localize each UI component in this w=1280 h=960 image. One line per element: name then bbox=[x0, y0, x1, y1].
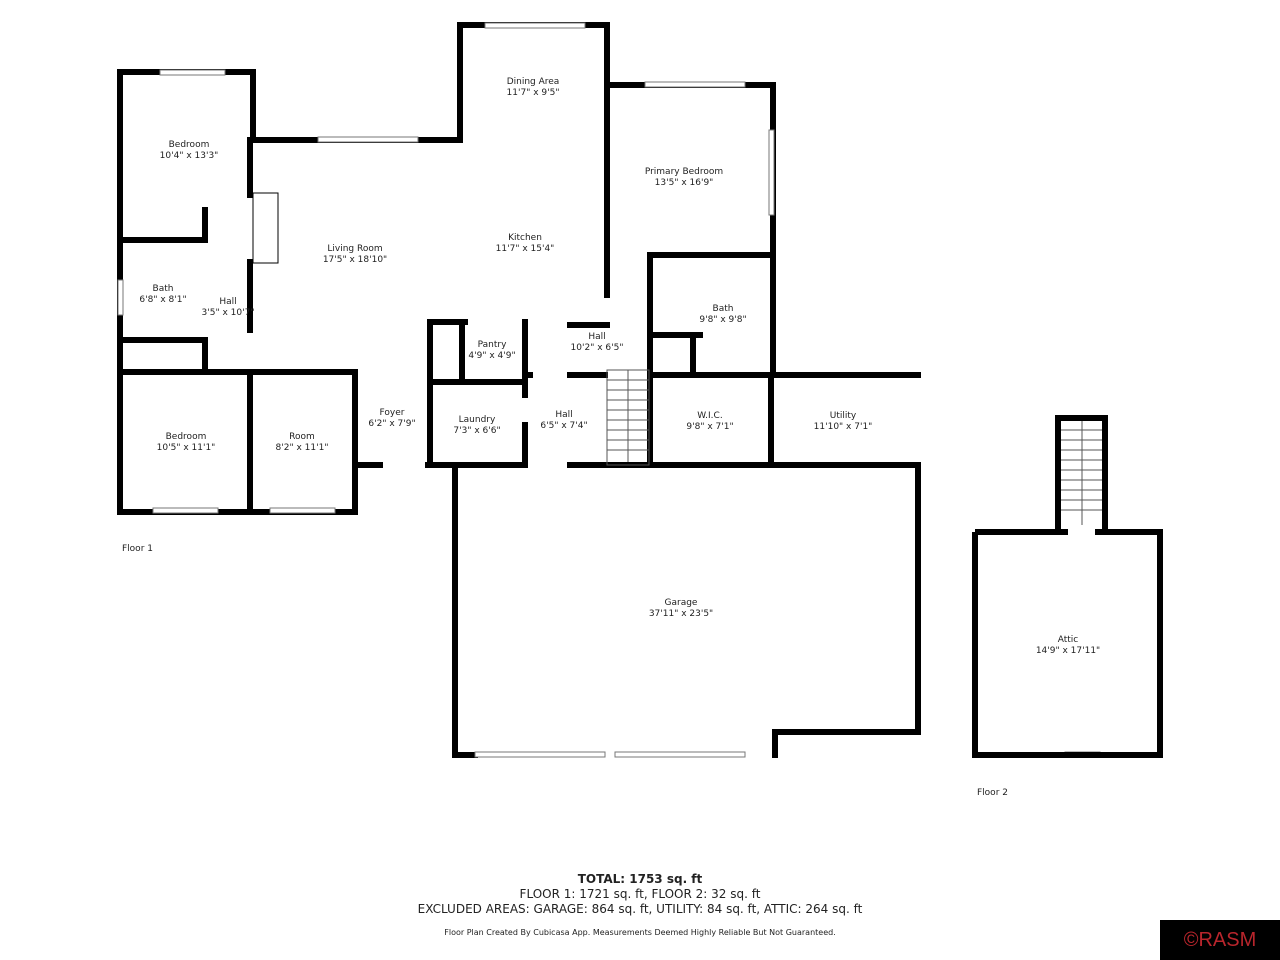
room-dims: 4'9" x 4'9" bbox=[468, 351, 516, 361]
total-area: TOTAL: 1753 sq. ft bbox=[577, 872, 703, 886]
area-summary: TOTAL: 1753 sq. ft FLOOR 1: 1721 sq. ft,… bbox=[418, 872, 863, 917]
room-wic: W.I.C.9'8" x 7'1" bbox=[686, 411, 733, 433]
room-dims: 13'5" x 16'9" bbox=[654, 178, 714, 188]
room-name: Attic bbox=[1057, 635, 1079, 645]
room-dims: 14'9" x 17'11" bbox=[1035, 646, 1101, 656]
room-name: Foyer bbox=[379, 408, 405, 418]
stairs bbox=[606, 369, 650, 466]
room-name: Utility bbox=[829, 411, 857, 421]
room-name: Garage bbox=[664, 598, 698, 608]
floor-1-label: Floor 1 bbox=[122, 544, 153, 554]
room-name: Living Room bbox=[327, 244, 383, 254]
room-name: Kitchen bbox=[508, 233, 542, 243]
room-name: Bedroom bbox=[168, 140, 210, 150]
room-name: Pantry bbox=[477, 340, 507, 350]
room-name: Hall bbox=[219, 297, 237, 307]
room-dims: 6'8" x 8'1" bbox=[139, 295, 187, 305]
room-name: Hall bbox=[555, 410, 573, 420]
room-name: Bedroom bbox=[165, 432, 207, 442]
walls bbox=[117, 22, 921, 758]
floor-2-label: Floor 2 bbox=[977, 788, 1008, 798]
room-dims: 11'10" x 7'1" bbox=[813, 422, 873, 432]
excluded-areas: EXCLUDED AREAS: GARAGE: 864 sq. ft, UTIL… bbox=[417, 902, 863, 916]
room-dims: 6'5" x 7'4" bbox=[540, 421, 588, 431]
room-dims: 8'2" x 11'1" bbox=[275, 443, 329, 453]
room-name: Laundry bbox=[458, 415, 496, 425]
room-name: Dining Area bbox=[506, 77, 560, 87]
fireplace bbox=[252, 192, 279, 264]
room-dims: 10'2" x 6'5" bbox=[570, 343, 624, 353]
room-dims: 7'3" x 6'6" bbox=[453, 426, 501, 436]
rasm-logo: ©RASM bbox=[1160, 920, 1280, 960]
room-dims: 9'8" x 9'8" bbox=[699, 315, 747, 325]
room-name: W.I.C. bbox=[697, 411, 723, 421]
room-dims: 3'5" x 10'7" bbox=[201, 308, 255, 318]
room-dims: 17'5" x 18'10" bbox=[322, 255, 388, 265]
room-dims: 11'7" x 15'4" bbox=[495, 244, 555, 254]
room-dims: 10'5" x 11'1" bbox=[156, 443, 216, 453]
room-dims: 10'4" x 13'3" bbox=[159, 151, 219, 161]
room-dims: 37'11" x 23'5" bbox=[648, 609, 714, 619]
room-dims: 9'8" x 7'1" bbox=[686, 422, 734, 432]
room-name: Hall bbox=[588, 332, 606, 342]
room-name: Room bbox=[289, 432, 315, 442]
room-name: Bath bbox=[712, 304, 734, 314]
room-name: Bath bbox=[152, 284, 174, 294]
room-name: Primary Bedroom bbox=[644, 167, 724, 177]
attic-stairs bbox=[1061, 421, 1102, 525]
disclaimer: Floor Plan Created By Cubicasa App. Meas… bbox=[444, 928, 836, 937]
room-dims: 11'7" x 9'5" bbox=[506, 88, 560, 98]
attic-walls bbox=[972, 415, 1163, 758]
floor-areas: FLOOR 1: 1721 sq. ft, FLOOR 2: 32 sq. ft bbox=[519, 887, 761, 901]
room-dims: 6'2" x 7'9" bbox=[368, 419, 416, 429]
